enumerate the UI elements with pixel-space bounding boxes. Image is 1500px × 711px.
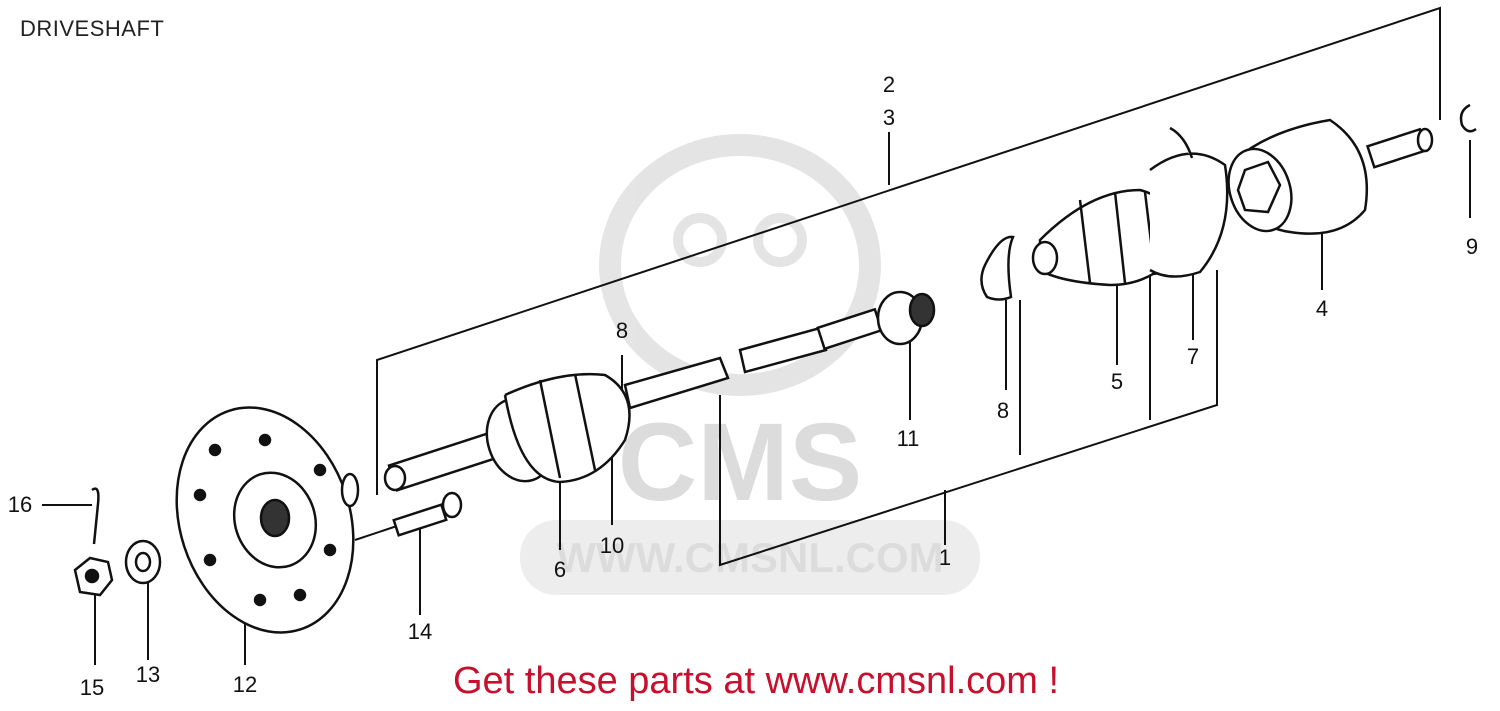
shaft-part	[623, 307, 884, 410]
watermark-url: WWW.CMSNL.COM	[556, 534, 943, 581]
boot-band-part	[980, 235, 1015, 301]
boot-band-large-part	[1149, 126, 1229, 278]
callout-4: 4	[1316, 296, 1328, 321]
spline-end-part	[876, 290, 936, 346]
callout-7: 7	[1187, 344, 1199, 369]
callout-5: 5	[1111, 369, 1123, 394]
callout-15: 15	[80, 675, 104, 700]
callout-16: 16	[8, 492, 32, 517]
callout-8-band: 8	[997, 398, 1009, 423]
callout-labels: 2 3 1 4 5 6 7 8 8 9 10 11 12 13 14 15 16	[8, 72, 1478, 700]
callout-13: 13	[136, 662, 160, 687]
washer-part	[124, 539, 162, 585]
callout-9: 9	[1466, 234, 1478, 259]
callout-14: 14	[408, 619, 432, 644]
watermark-mascot-outline	[599, 134, 881, 396]
page-title: DRIVESHAFT	[20, 16, 165, 41]
promo-banner: Get these parts at www.cmsnl.com !	[0, 660, 1500, 703]
watermark: CMS WWW.CMSNL.COM	[520, 134, 980, 595]
callout-2: 2	[883, 72, 895, 97]
callout-12: 12	[233, 672, 257, 697]
callout-11: 11	[897, 426, 920, 451]
stud-bolt-part	[392, 491, 463, 537]
promo-link[interactable]: Get these parts at www.cmsnl.com !	[452, 660, 1060, 702]
cotter-pin-part	[91, 487, 100, 545]
hub-flange-part	[175, 406, 360, 634]
watermark-url-band	[520, 520, 980, 595]
callout-3: 3	[883, 105, 895, 130]
callout-1: 1	[939, 545, 951, 570]
watermark-logo: CMS	[618, 401, 862, 524]
callout-6: 6	[554, 557, 566, 582]
inboard-joint-part	[1227, 118, 1434, 235]
circlip-part	[1459, 103, 1477, 133]
castle-nut-part	[73, 556, 114, 597]
parts	[73, 103, 1477, 634]
callout-8-shaft: 8	[616, 318, 628, 343]
outer-joint-part	[383, 372, 631, 492]
callout-10: 10	[600, 533, 624, 558]
